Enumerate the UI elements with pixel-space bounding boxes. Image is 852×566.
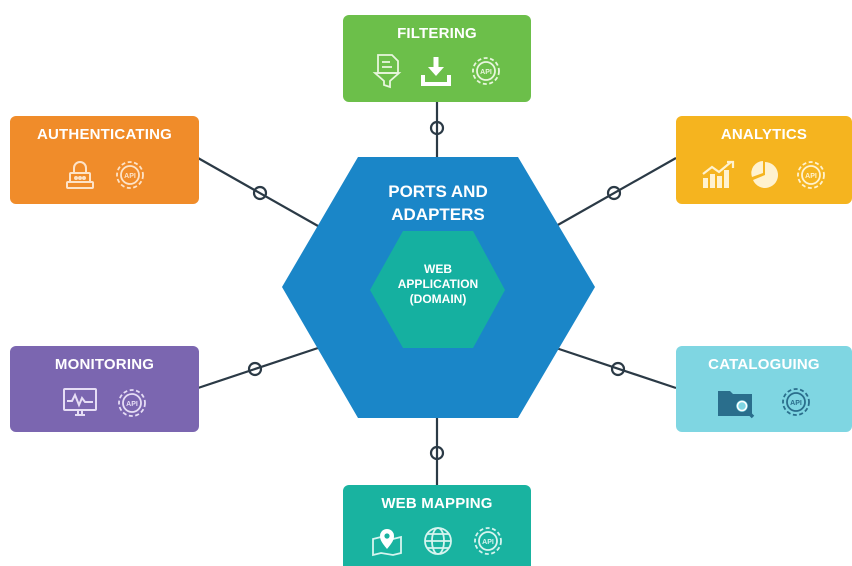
monitoring-title: MONITORING — [54, 356, 155, 373]
web-mapping-title: WEB MAPPING — [381, 495, 493, 512]
outer-title-line-1: PORTS AND — [388, 182, 488, 201]
cataloguing-title: CATALOGUING — [708, 356, 820, 373]
filtering-box: FILTERING API — [343, 15, 531, 102]
analytics-icons: API — [676, 159, 852, 196]
svg-text:API: API — [480, 69, 492, 76]
globe-icon — [422, 525, 454, 562]
api-gear-icon: API — [116, 387, 148, 424]
connectors — [197, 100, 677, 488]
monitor-icon — [62, 387, 98, 424]
filtering-title: FILTERING — [397, 25, 477, 42]
api-gear-icon: API — [114, 159, 146, 196]
authenticating-box: AUTHENTICATING API — [10, 116, 199, 204]
monitoring-box: MONITORING API — [10, 346, 199, 432]
port-web-mapping — [429, 445, 445, 461]
api-gear-icon: API — [472, 525, 504, 562]
inner-hexagon — [370, 231, 505, 348]
filter-icon — [372, 53, 402, 94]
filtering-icons: API — [343, 53, 531, 94]
outer-hexagon-title: PORTS AND ADAPTERS — [358, 180, 518, 226]
api-gear-icon: API — [780, 386, 812, 423]
port-monitoring — [247, 361, 263, 377]
connector-analytics — [555, 157, 677, 227]
outer-title-line-2: ADAPTERS — [391, 205, 485, 224]
growth-chart-icon — [701, 160, 735, 195]
svg-text:API: API — [482, 539, 494, 546]
authenticating-icons: API — [10, 159, 199, 196]
svg-text:API: API — [126, 401, 138, 408]
connector-monitoring — [197, 346, 319, 390]
port-analytics — [606, 185, 622, 201]
svg-text:API: API — [124, 173, 136, 180]
svg-text:API: API — [790, 400, 802, 407]
analytics-title: ANALYTICS — [720, 126, 808, 143]
folder-search-icon — [716, 385, 756, 424]
web-mapping-icons: API — [343, 525, 531, 562]
inner-title-line-1: WEB — [424, 262, 452, 276]
connector-cataloguing — [555, 346, 677, 390]
analytics-box: ANALYTICS API — [676, 116, 852, 204]
cataloguing-box: CATALOGUING API — [676, 346, 852, 432]
svg-text:API: API — [805, 173, 817, 180]
api-gear-icon: API — [470, 55, 502, 92]
authenticating-title: AUTHENTICATING — [36, 126, 172, 143]
inner-hexagon-title: WEB APPLICATION (DOMAIN) — [378, 262, 498, 307]
port-filtering — [429, 120, 445, 136]
map-pin-icon — [370, 525, 404, 562]
web-mapping-box: WEB MAPPING API — [343, 485, 531, 566]
download-icon — [420, 55, 452, 92]
connector-authenticating — [197, 157, 319, 227]
api-gear-icon: API — [795, 159, 827, 196]
inner-title-line-2: APPLICATION — [397, 277, 479, 291]
lock-icon — [64, 159, 96, 196]
inner-title-line-3: (DOMAIN) — [409, 292, 467, 306]
port-authenticating — [252, 185, 268, 201]
monitoring-icons: API — [10, 387, 199, 424]
pie-chart-icon — [749, 159, 781, 196]
cataloguing-icons: API — [676, 385, 852, 424]
port-cataloguing — [610, 361, 626, 377]
